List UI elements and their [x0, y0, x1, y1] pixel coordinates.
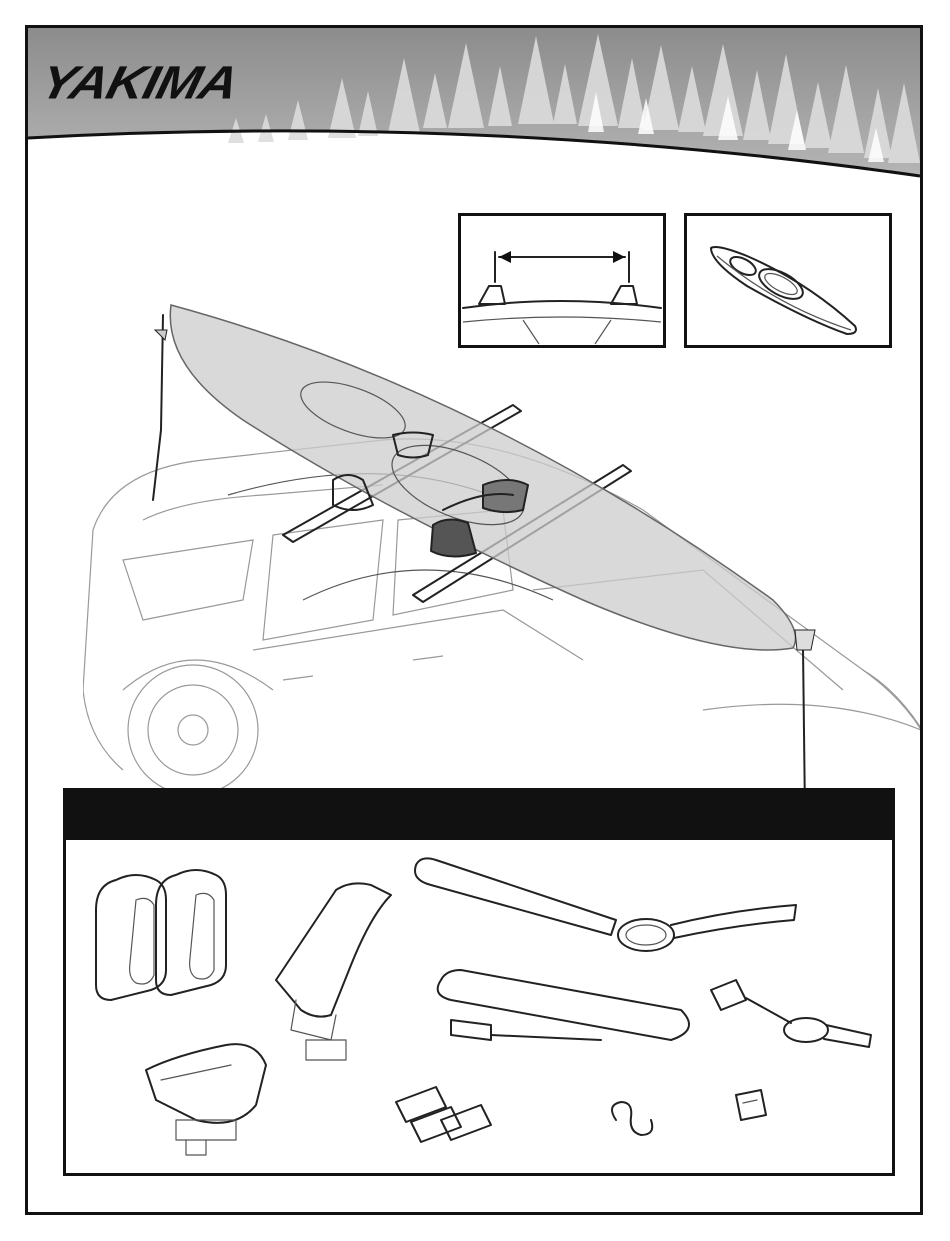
parts-box	[63, 840, 895, 1176]
yakima-logo: YAKIMA	[35, 56, 244, 110]
parts-header-bar	[63, 788, 895, 840]
tag-icon	[736, 1090, 766, 1120]
foam-pad-icon	[96, 870, 226, 1000]
page-frame: YAKIMA	[25, 25, 923, 1215]
stern-line-icon	[711, 980, 871, 1047]
parts-header-text	[63, 804, 77, 824]
mounting-clip-icon	[396, 1087, 491, 1142]
bow-strap-icon	[415, 858, 796, 951]
cam-strap-icon	[438, 970, 689, 1040]
rear-saddle-icon	[276, 883, 391, 1060]
kayak-on-suv-illustration	[83, 270, 923, 830]
s-hook-icon	[612, 1102, 652, 1135]
forest-banner	[28, 28, 920, 203]
front-saddle-icon	[146, 1044, 266, 1155]
parts-illustrations	[66, 840, 892, 1170]
